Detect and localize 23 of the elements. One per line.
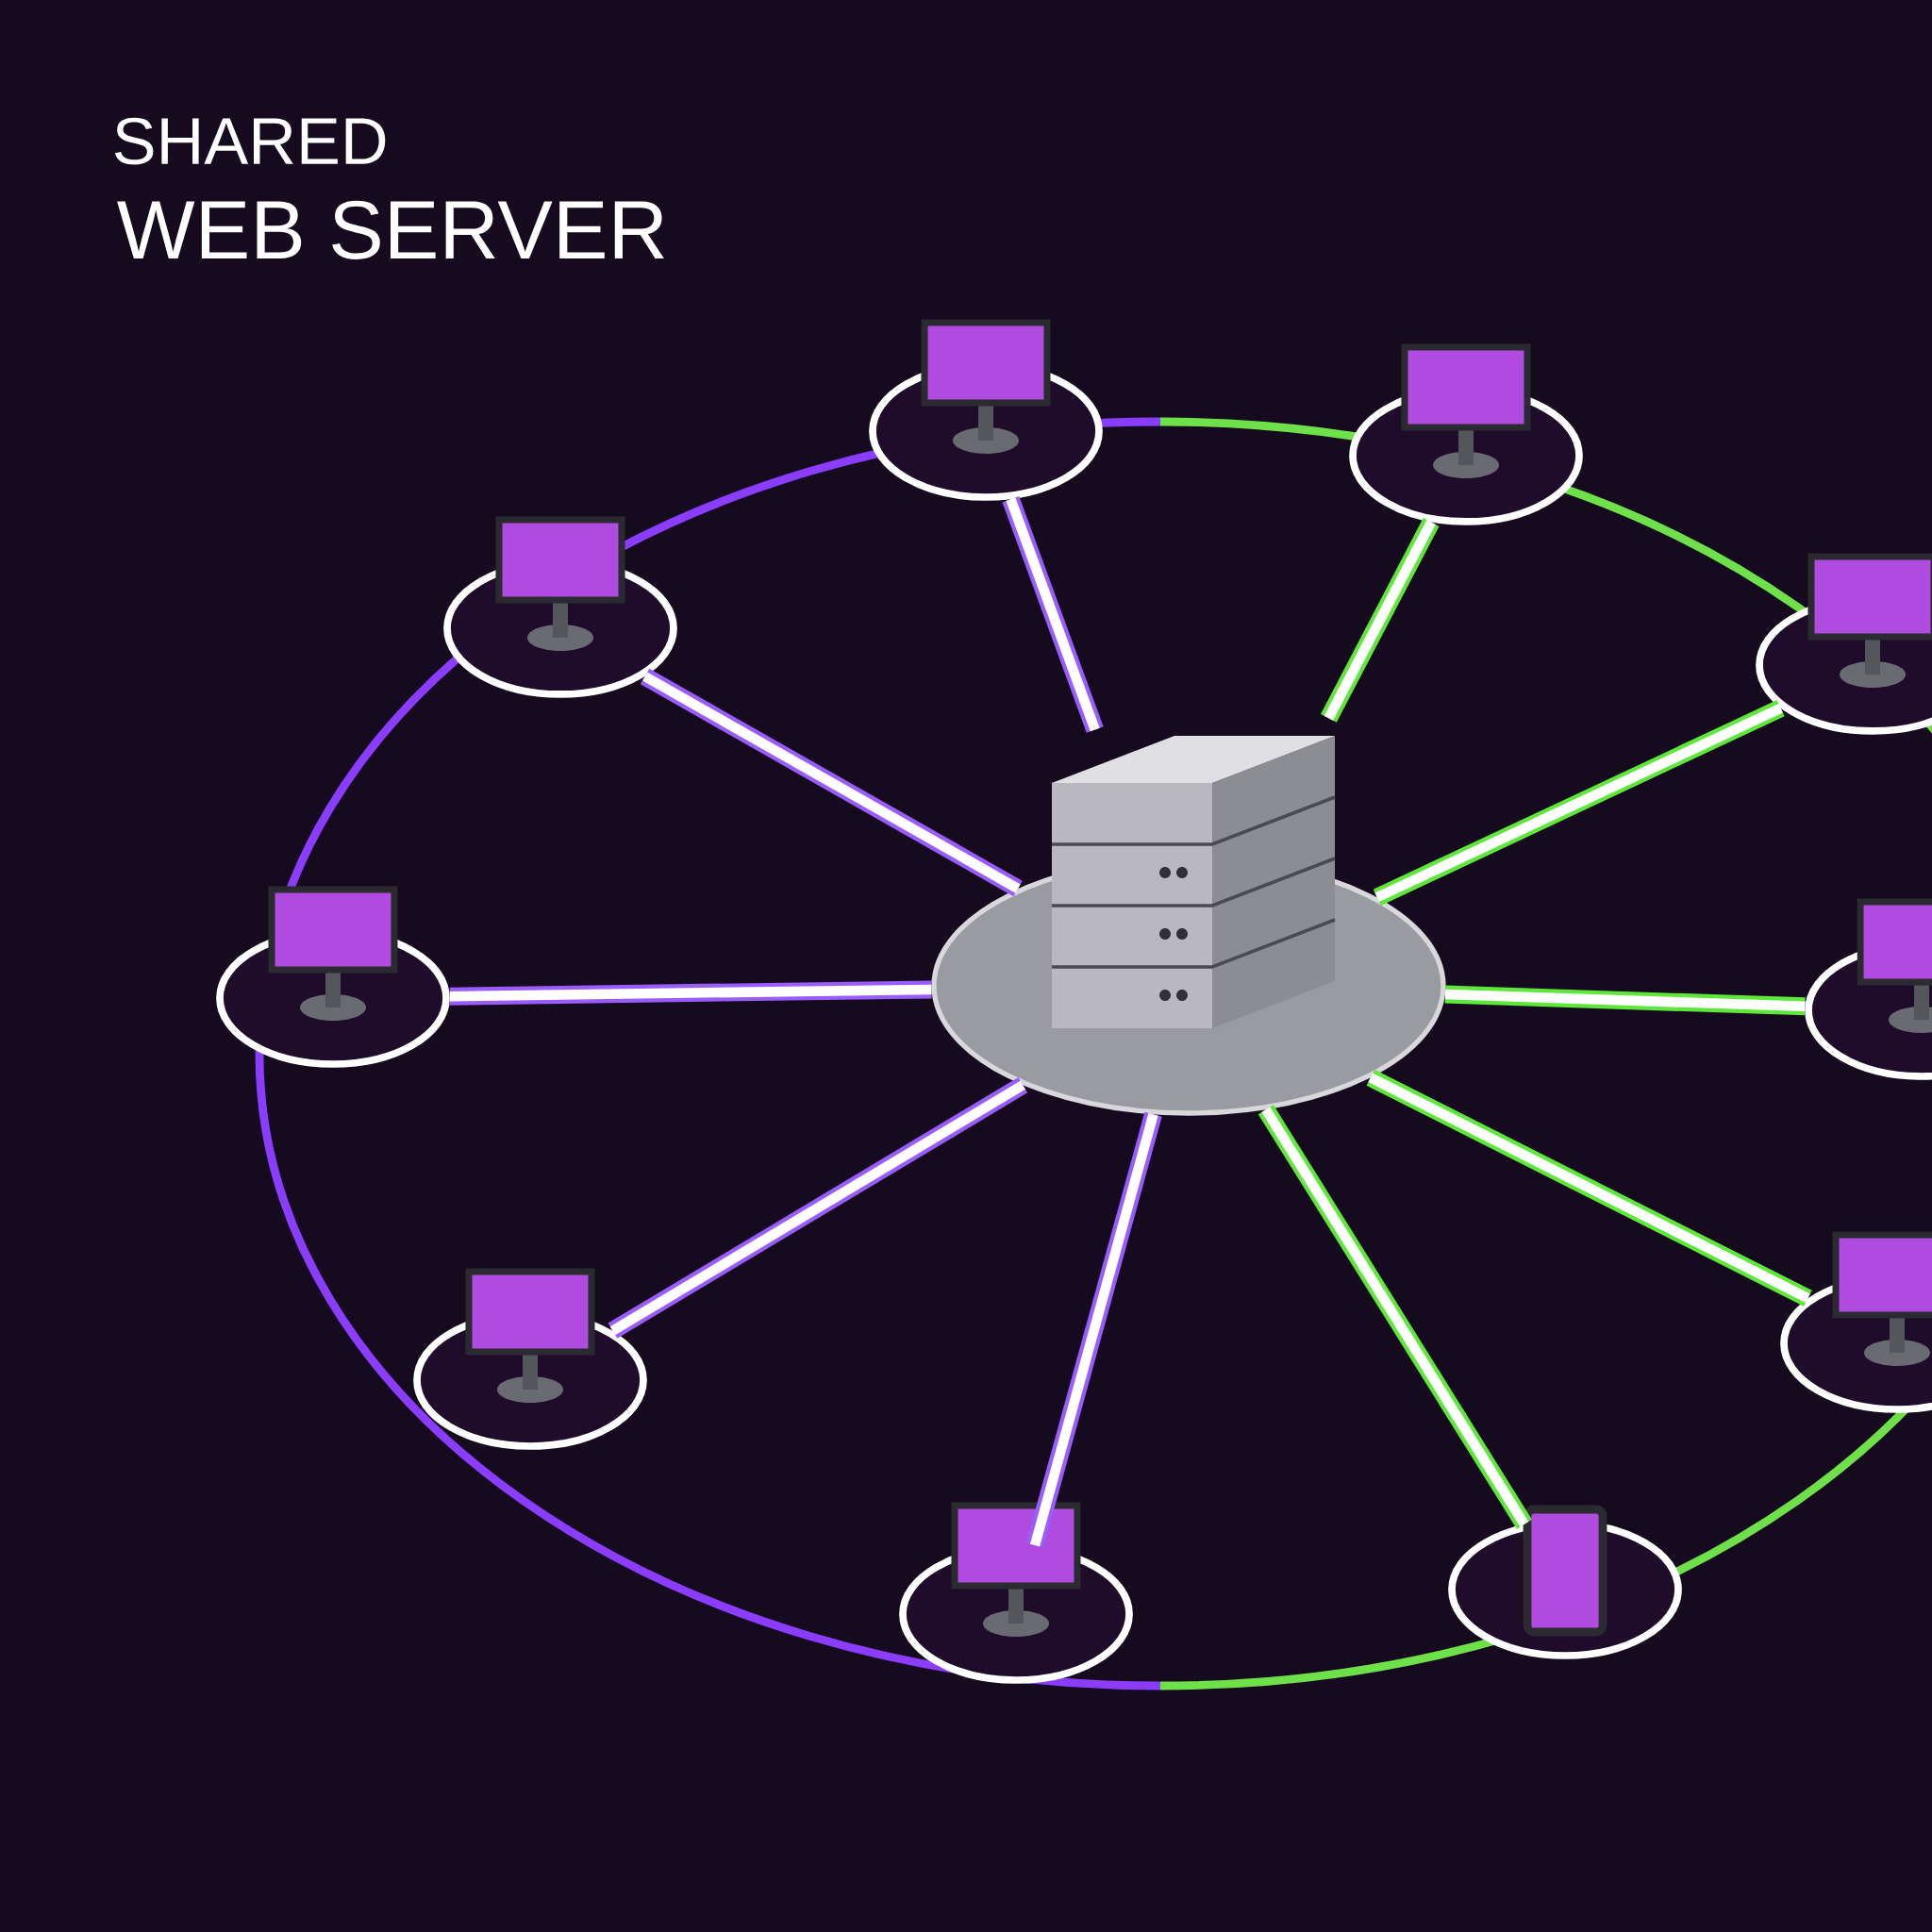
connection-line <box>1444 985 1806 1016</box>
monitor-drawing <box>1805 898 1932 1080</box>
connection-line <box>1366 1069 1812 1307</box>
subtitle: WEB SERVER <box>117 200 664 259</box>
monitor-drawing <box>899 1502 1133 1684</box>
phone-drawing <box>1448 1505 1682 1659</box>
monitor-drawing <box>443 516 677 698</box>
monitor-drawing <box>869 319 1103 501</box>
connection-line <box>1257 1105 1532 1529</box>
server-drawing <box>931 736 1446 1116</box>
monitor-drawing <box>1756 553 1932 735</box>
connection-line <box>1373 700 1785 906</box>
connection-line <box>608 1077 1028 1339</box>
connection-line <box>1002 495 1104 733</box>
monitor-drawing <box>413 1268 647 1450</box>
monitor-drawing <box>1349 343 1583 525</box>
connection-line <box>1025 1111 1162 1548</box>
monitor-drawing <box>216 886 450 1068</box>
connection-line <box>449 980 932 1006</box>
connection-line <box>640 668 1023 897</box>
title: SHARED <box>114 117 386 165</box>
monitor-drawing <box>1780 1231 1932 1413</box>
connection-line <box>1321 518 1440 723</box>
